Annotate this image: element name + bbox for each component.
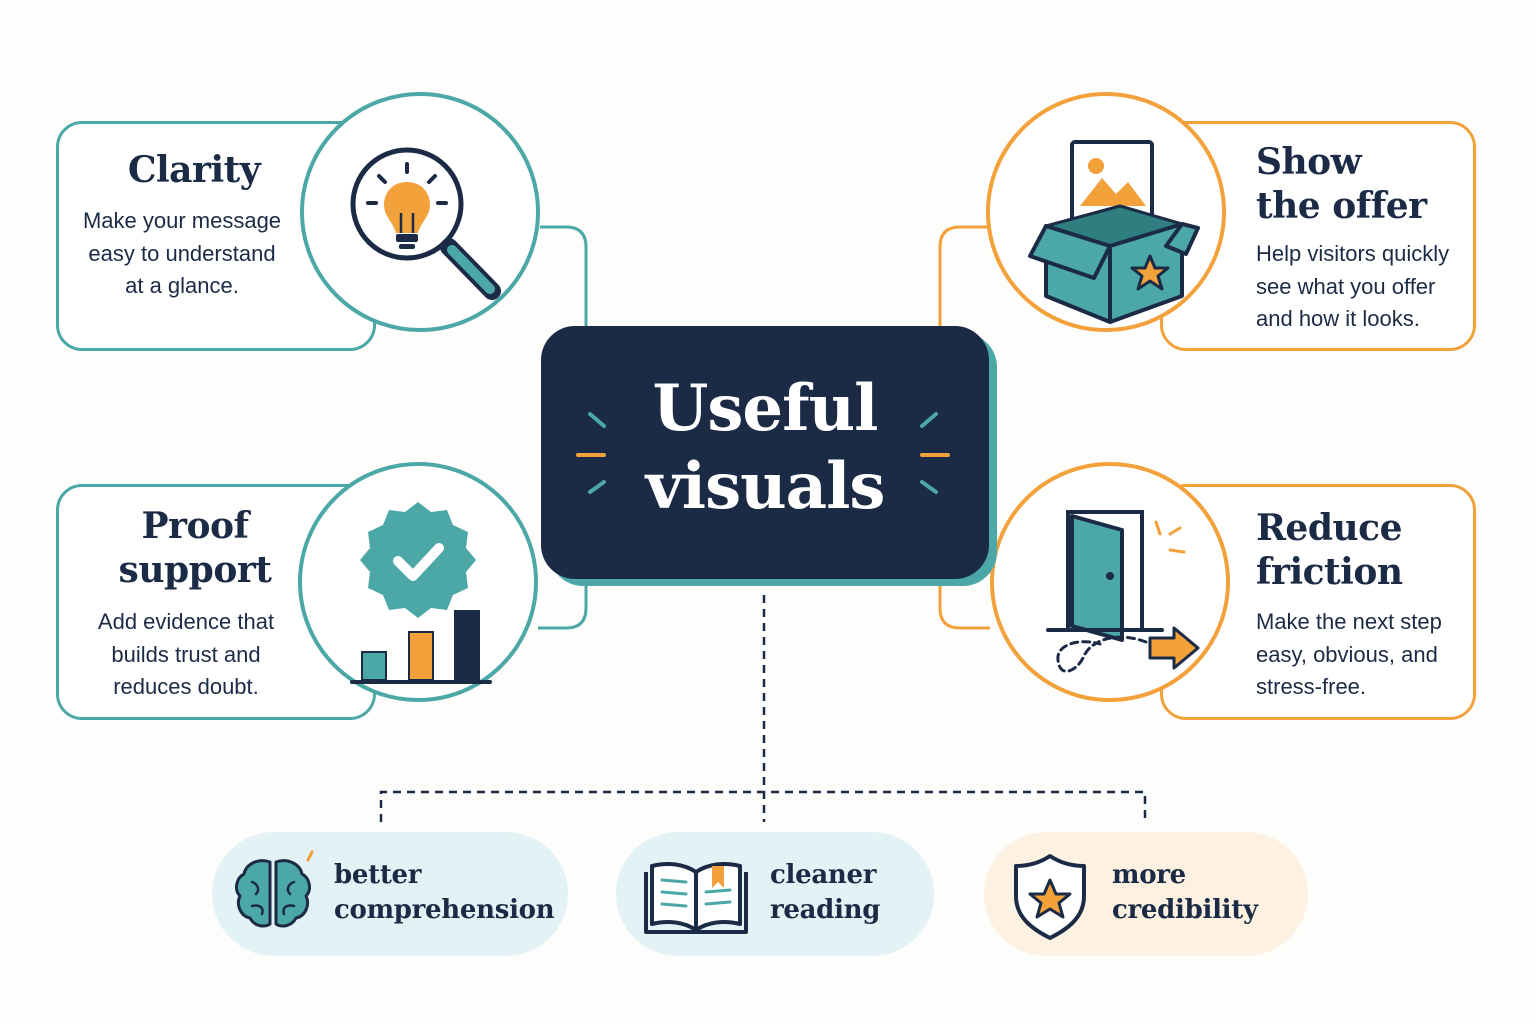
brain-icon: [235, 850, 314, 928]
outcome-label-comprehension: better comprehension: [334, 858, 555, 928]
card-offer-title-line: the offer: [1256, 185, 1427, 227]
connector-offer: [938, 225, 990, 330]
open-box-image-icon: [1028, 140, 1200, 324]
card-offer-desc-line: and how it looks.: [1256, 306, 1420, 331]
open-door-arrow-icon: [1046, 510, 1200, 673]
connector-friction: [938, 585, 990, 630]
outcome-more-credibility: [984, 832, 1308, 956]
open-book-icon: [644, 862, 748, 934]
verified-badge-bar-chart-icon: [350, 502, 492, 684]
card-proof-desc: Add evidence that builds trust and reduc…: [56, 606, 316, 704]
card-proof-desc-line: builds trust and: [111, 641, 261, 667]
shield-star-icon: [1014, 854, 1086, 940]
card-clarity-title: Clarity: [127, 149, 261, 191]
card-friction-desc-line: Make the next step: [1256, 609, 1442, 634]
connector-proof: [538, 585, 588, 630]
outcome-cleaner-reading: [616, 832, 934, 956]
card-friction-title: Reduce friction: [1256, 506, 1403, 594]
hub-title: Useful visuals: [541, 370, 989, 526]
card-clarity-desc: Make your message easy to understand at …: [56, 205, 308, 303]
card-clarity-desc-line: easy to understand: [88, 240, 276, 266]
outcome-label-reading: cleaner reading: [770, 858, 880, 928]
outcome-label-line: reading: [770, 895, 881, 925]
outcome-label-line: credibility: [1112, 895, 1258, 925]
offer-icon-circle: [986, 92, 1226, 332]
card-friction-title-line: friction: [1256, 551, 1403, 593]
outcome-label-line: cleaner: [770, 860, 877, 890]
card-offer-desc-line: see what you offer: [1256, 273, 1436, 299]
spark-left-icon: [576, 412, 606, 494]
card-proof-title-line: support: [118, 549, 272, 591]
outcome-label-line: better: [334, 860, 422, 890]
outcome-label-line: more: [1112, 860, 1186, 890]
hub-box: [541, 326, 989, 579]
outcome-label-line: comprehension: [334, 895, 555, 925]
friction-icon-circle: [990, 462, 1230, 702]
card-proof-desc-line: reduces doubt.: [113, 674, 259, 699]
outcome-better-comprehension: [212, 832, 568, 956]
outcome-label-credibility: more credibility: [1112, 858, 1258, 928]
card-proof-title: Proof support: [56, 504, 334, 592]
connector-outcomes: [379, 595, 1147, 822]
card-offer-desc: Help visitors quickly see what you offer…: [1256, 238, 1449, 336]
card-proof-title-line: Proof: [141, 505, 249, 547]
lightbulb-magnifier-icon: [350, 147, 501, 300]
card-offer-title-line: Show: [1256, 141, 1362, 183]
connector-clarity: [540, 225, 588, 330]
proof-icon-circle: [298, 462, 538, 702]
card-offer-desc-line: Help visitors quickly: [1256, 241, 1450, 266]
card-friction-desc: Make the next step easy, obvious, and st…: [1256, 606, 1442, 704]
card-friction-desc-line: easy, obvious, and: [1256, 641, 1438, 667]
card-proof-desc-line: Add evidence that: [97, 609, 275, 634]
hub-title-line: Useful: [652, 371, 879, 446]
card-friction-title-line: Reduce: [1256, 507, 1402, 549]
card-offer-title: Show the offer: [1256, 140, 1427, 228]
spark-right-icon: [920, 412, 950, 494]
hub-title-line: visuals: [645, 449, 886, 524]
clarity-icon-circle: [300, 92, 540, 332]
card-clarity-desc-line: at a glance.: [125, 273, 239, 298]
card-friction-desc-line: stress-free.: [1256, 674, 1367, 699]
card-clarity-desc-line: Make your message: [82, 208, 282, 233]
